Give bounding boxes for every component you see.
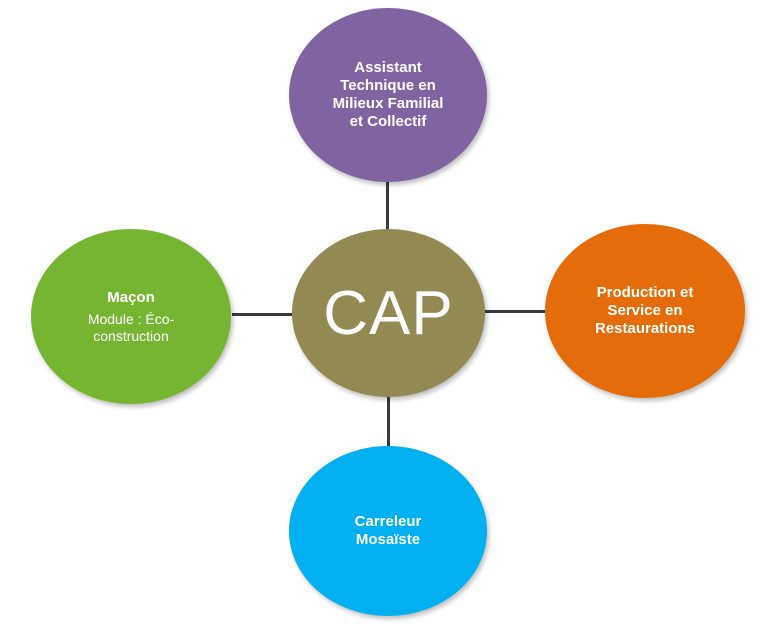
node-bottom-title: Carreleur Mosaïste xyxy=(354,513,422,548)
node-right-title: Production et Service en Restaurations xyxy=(594,284,696,337)
node-center: CAP xyxy=(292,229,485,397)
node-top: Assistant Technique en Milieux Familial … xyxy=(289,8,487,182)
node-left: Maçon Module : Éco- construction xyxy=(31,229,231,404)
node-left-title: Maçon xyxy=(107,288,155,306)
node-right: Production et Service en Restaurations xyxy=(545,224,745,398)
node-left-subtitle: Module : Éco- construction xyxy=(87,310,175,344)
connector-top xyxy=(386,182,389,230)
node-top-title: Assistant Technique en Milieux Familial … xyxy=(332,59,444,130)
node-bottom: Carreleur Mosaïste xyxy=(289,446,487,616)
connector-left xyxy=(232,313,292,316)
node-center-label: CAP xyxy=(323,278,454,348)
connector-right xyxy=(485,310,545,313)
connector-bottom xyxy=(387,396,390,448)
